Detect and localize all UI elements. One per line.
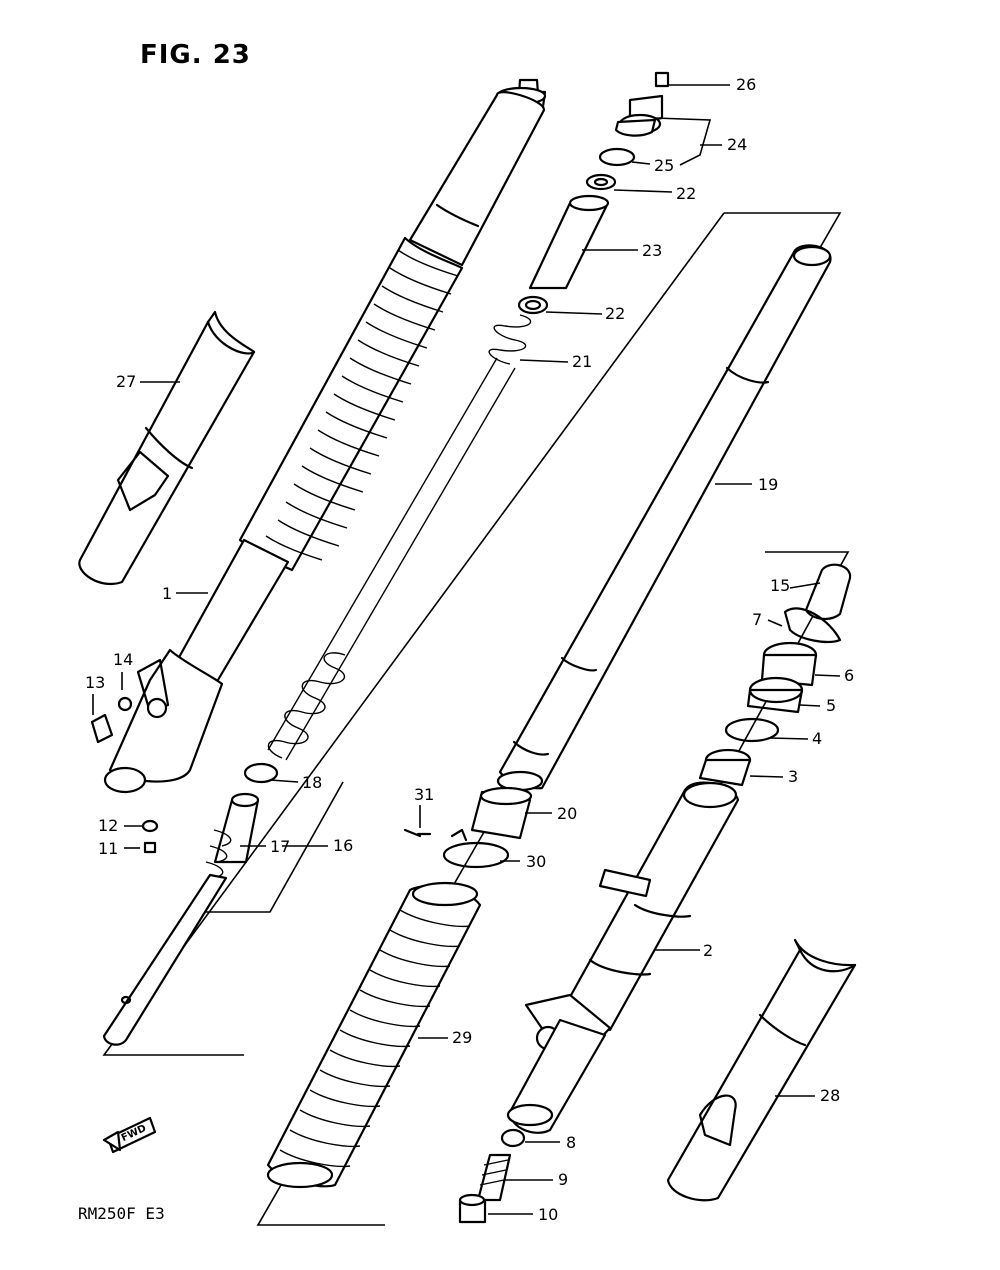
callout-17: 17 bbox=[270, 837, 291, 856]
top-cap-parts bbox=[517, 71, 670, 315]
leader-lines bbox=[92, 84, 841, 1215]
callout-26: 26 bbox=[736, 75, 757, 94]
model-code: RM250F E3 bbox=[78, 1204, 165, 1223]
callout-9: 9 bbox=[558, 1170, 569, 1189]
callout-24: 24 bbox=[727, 135, 748, 154]
fork-spring-part-21 bbox=[267, 314, 532, 761]
callout-1: 1 bbox=[162, 584, 173, 603]
bottom-bolts bbox=[458, 1128, 526, 1224]
callout-22-top: 22 bbox=[676, 184, 697, 203]
callout-12: 12 bbox=[98, 816, 119, 835]
callout-2: 2 bbox=[703, 941, 714, 960]
callout-3: 3 bbox=[788, 767, 799, 786]
outer-tube-lower-part-2 bbox=[506, 781, 740, 1134]
callout-5: 5 bbox=[826, 696, 837, 715]
callout-8: 8 bbox=[566, 1133, 577, 1152]
lower-boot-parts bbox=[266, 786, 533, 1189]
inner-tube-part-1 bbox=[103, 78, 547, 794]
callout-28: 28 bbox=[820, 1086, 841, 1105]
fork-guard-part-27 bbox=[78, 310, 256, 585]
callout-23: 23 bbox=[642, 241, 663, 260]
callout-14: 14 bbox=[113, 650, 134, 669]
callout-6: 6 bbox=[844, 666, 855, 685]
callout-16: 16 bbox=[333, 836, 354, 855]
callout-30: 30 bbox=[526, 852, 547, 871]
fwd-arrow-icon bbox=[102, 1116, 157, 1154]
callout-22-lower: 22 bbox=[605, 304, 626, 323]
damper-rod-part-16 bbox=[102, 762, 279, 1046]
callout-29: 29 bbox=[452, 1028, 473, 1047]
callout-21: 21 bbox=[572, 352, 593, 371]
outer-tube-part-19 bbox=[496, 244, 832, 792]
figure-title: FIG. 23 bbox=[140, 40, 251, 70]
fork-guard-part-28 bbox=[666, 938, 857, 1202]
seal-stack bbox=[698, 563, 852, 787]
callout-19: 19 bbox=[758, 475, 779, 494]
callout-11: 11 bbox=[98, 839, 119, 858]
callout-15: 15 bbox=[770, 576, 791, 595]
bolts-left bbox=[90, 696, 159, 854]
callout-10: 10 bbox=[538, 1205, 559, 1224]
callout-27: 27 bbox=[116, 372, 137, 391]
callout-31: 31 bbox=[414, 785, 435, 804]
callout-7: 7 bbox=[752, 610, 763, 629]
callout-13: 13 bbox=[85, 673, 106, 692]
callout-20: 20 bbox=[557, 804, 578, 823]
callout-25: 25 bbox=[654, 156, 675, 175]
callout-18: 18 bbox=[302, 773, 323, 792]
callout-4: 4 bbox=[812, 729, 823, 748]
